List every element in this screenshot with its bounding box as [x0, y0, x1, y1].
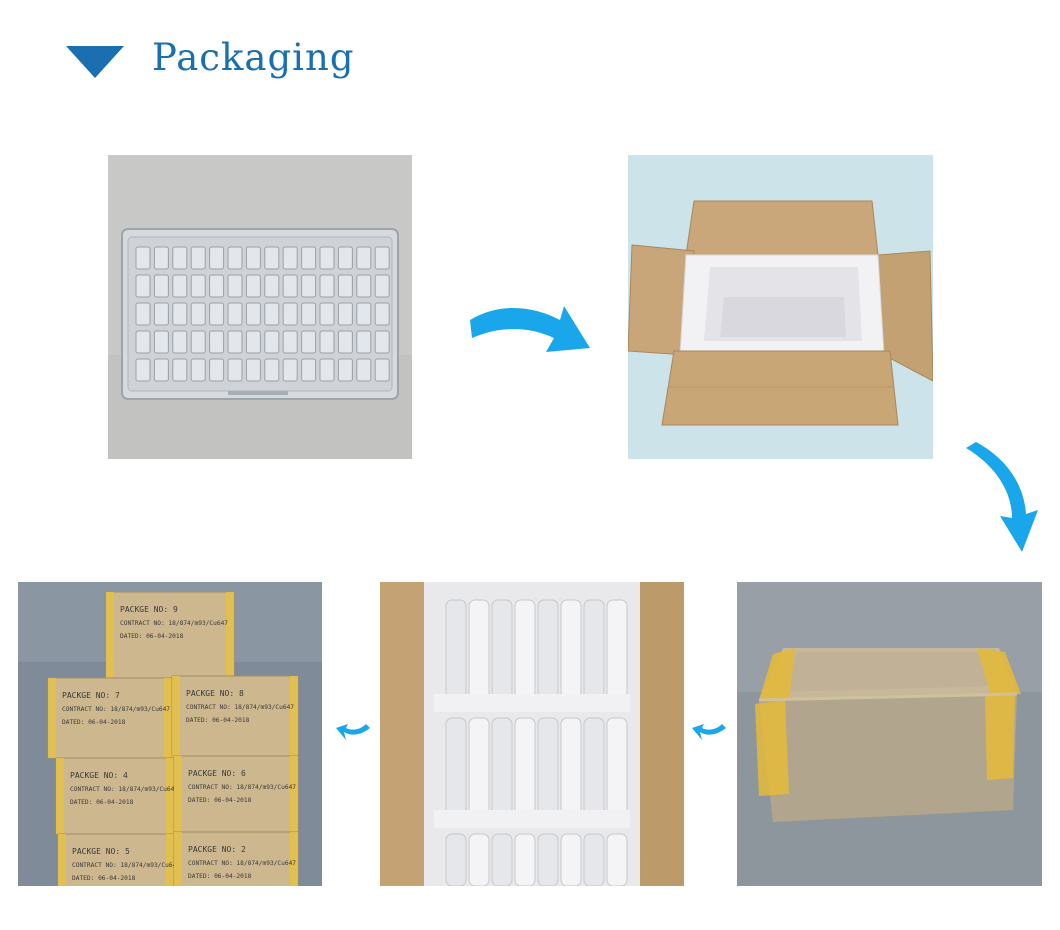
- foam-lined-carton-photo: [628, 155, 933, 459]
- carton-label-line: DATED: 06-04-2018: [188, 797, 252, 804]
- taped-carton-photo: [737, 582, 1042, 886]
- arrow-down-icon: [966, 442, 1038, 552]
- carton-label-line: DATED: 06-04-2018: [62, 719, 126, 726]
- carton-label-line: PACKGE NO: 4: [70, 771, 128, 780]
- carton-label-line: DATED: 06-04-2018: [70, 799, 134, 806]
- carton-label-line: CONTRACT NO: 18/874/m93/Cu647: [186, 704, 294, 711]
- carton-label-2: PACKGE NO: 7 CONTRACT NO: 18/874/m93/Cu64…: [47, 677, 173, 759]
- carton-label-5: PACKGE NO: 6 CONTRACT NO: 18/874/m93/Cu64…: [173, 755, 299, 835]
- carton-label-6: PACKGE NO: 5 CONTRACT NO: 18/874/m93/Cu64…: [57, 833, 180, 886]
- stacked-cartons-photo: PACKGE NO: 9 CONTRACT NO: 18/874/m93/Cu64…: [18, 582, 322, 886]
- carton-label-line: CONTRACT NO: 18/874/m93/Cu647: [188, 860, 296, 867]
- carton-label-line: PACKGE NO: 9: [120, 605, 178, 614]
- arrow-left-icon: [692, 724, 726, 740]
- carton-label-line: CONTRACT NO: 18/874/m93/Cu647: [188, 784, 296, 791]
- triangle-down-icon: [66, 46, 124, 78]
- carton-label-line: CONTRACT NO: 18/874/m93/Cu647: [72, 862, 180, 869]
- arrow-left-icon-2: [336, 724, 370, 740]
- carton-label-line: CONTRACT NO: 18/874/m93/Cu647: [120, 620, 228, 627]
- carton-label-line: CONTRACT NO: 18/874/m93/Cu647: [70, 786, 178, 793]
- carton-label-4: PACKGE NO: 4 CONTRACT NO: 18/874/m93/Cu64…: [55, 757, 178, 835]
- carton-label-line: PACKGE NO: 5: [72, 847, 130, 856]
- carton-label-3: PACKGE NO: 8 CONTRACT NO: 18/874/m93/Cu64…: [171, 675, 299, 759]
- carton-label-line: PACKGE NO: 2: [188, 845, 246, 854]
- carton-label-line: CONTRACT NO: 18/874/m93/Cu647: [62, 706, 170, 713]
- blister-tray-photo: [108, 155, 412, 459]
- carton-label-line: DATED: 06-04-2018: [188, 873, 252, 880]
- carton-label-line: DATED: 06-04-2018: [186, 717, 250, 724]
- carton-label-line: DATED: 06-04-2018: [72, 875, 136, 882]
- carton-label-line: PACKGE NO: 6: [188, 769, 246, 778]
- carton-label-1: PACKGE NO: 9 CONTRACT NO: 18/874/m93/Cu64…: [105, 591, 235, 679]
- carton-label-7: PACKGE NO: 2 CONTRACT NO: 18/874/m93/Cu64…: [173, 831, 299, 886]
- carton-label-line: DATED: 06-04-2018: [120, 633, 184, 640]
- page-title: Packaging: [152, 36, 355, 79]
- arrow-right-icon: [470, 306, 590, 352]
- carton-label-line: PACKGE NO: 8: [186, 689, 244, 698]
- carton-label-line: PACKGE NO: 7: [62, 691, 120, 700]
- packed-items-photo: [380, 582, 684, 886]
